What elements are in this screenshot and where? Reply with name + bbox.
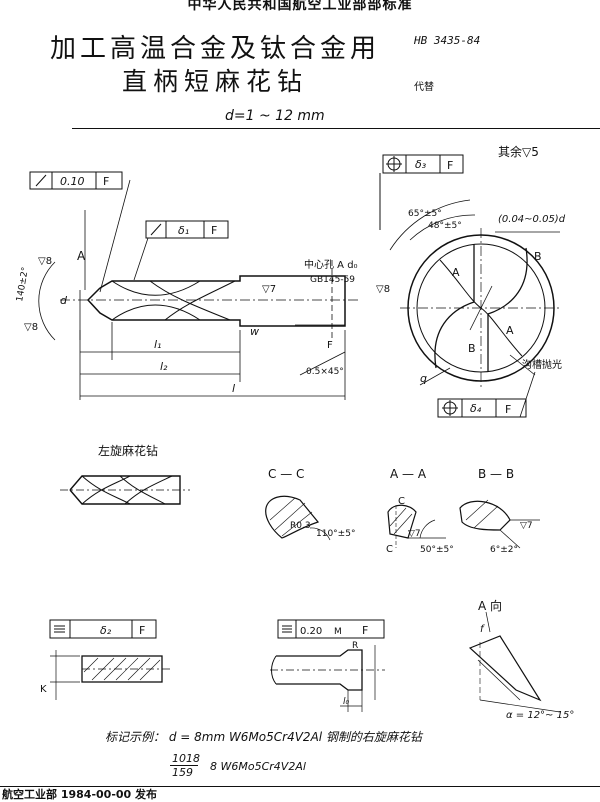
datum-f-4: F [505, 403, 511, 416]
label-w: w [250, 325, 259, 338]
bottom-tol-020: 0.20 [300, 626, 322, 637]
tolerance-frames [29, 154, 527, 418]
fraction-bar [170, 765, 198, 766]
datum-f-2: F [211, 224, 217, 237]
aa-label-c-top: C [398, 496, 405, 507]
bottom-tol-m: M [334, 627, 342, 637]
section-aa-title: A — A [390, 467, 427, 481]
detail-a-view [468, 611, 561, 713]
rough-8-bot: ▽8 [24, 322, 38, 333]
label-q: q [420, 372, 427, 385]
label-l0: l₀ [343, 697, 350, 707]
cc-angle: 110°±5° [316, 529, 355, 539]
header-divider [72, 128, 600, 129]
roughness-rest: 其余▽5 [498, 144, 539, 159]
section-cc-title: C — C [268, 467, 304, 481]
label-b-end: B [534, 250, 542, 263]
angle-65: 65°±5° [408, 209, 442, 219]
label-a-end: A [452, 266, 460, 279]
a-view-alpha: α = 12°~ 15° [506, 710, 574, 721]
drill-side-view [60, 260, 360, 340]
dimension-lines [38, 179, 346, 400]
aa-angle: 50°±5° [420, 545, 454, 555]
org-header: 中华人民共和国航空工业部部标准 [187, 0, 413, 13]
datum-f-6: F [362, 624, 368, 637]
datum-f-5: F [139, 624, 145, 637]
tol-delta-4: δ₄ [470, 402, 482, 415]
datum-f-1: F [103, 175, 109, 188]
detail-k-view [49, 619, 170, 700]
bb-angle: 6°±2° [490, 545, 518, 555]
tol-delta-3: δ₃ [415, 158, 427, 171]
aa-label-c-bot: C [386, 544, 393, 555]
flute-polish-label: 沟槽抛光 [522, 358, 562, 371]
footer-issuer: 航空工业部 1984-00-00 发布 [2, 788, 158, 801]
marking-designation: 8 W6Mo5Cr4V2Al [210, 760, 306, 773]
marking-denominator: 159 [172, 766, 193, 779]
cc-radius: R0.3 [290, 521, 311, 531]
rough-8-right: ▽8 [376, 284, 390, 295]
drill-end-view [389, 199, 560, 418]
label-r: R [352, 641, 358, 651]
label-l: l [232, 382, 235, 395]
label-a-main: A [77, 249, 86, 263]
detail-shank-end [270, 619, 385, 712]
label-l2: l₂ [160, 360, 168, 373]
replaces-label: 代替 [414, 82, 434, 93]
center-hole-std: GB145-59 [310, 275, 355, 285]
left-hand-drill [60, 475, 190, 505]
angle-48: 48°±5° [428, 221, 462, 231]
section-a-a [387, 504, 446, 548]
bottom-tol-delta-2: δ₂ [100, 624, 112, 637]
label-d: d [60, 294, 68, 307]
datum-f-3: F [447, 159, 453, 172]
tol-delta-1: δ₁ [178, 224, 189, 237]
title-line-2: 直柄短麻花钻 [122, 67, 309, 96]
rough-7-main: ▽7 [262, 284, 276, 295]
label-b-end-2: B [468, 342, 476, 355]
center-hole-label: 中心孔 A d₀ [304, 258, 358, 271]
footer-divider [0, 786, 600, 787]
a-view-f: f [480, 624, 485, 635]
label-l1: l₁ [154, 338, 161, 351]
a-view-title: A 向 [478, 598, 502, 613]
section-b-b [459, 499, 540, 549]
angle-140: 140±2° [15, 266, 31, 302]
runout-label: (0.04~0.05)d [498, 214, 566, 225]
bb-rough: ▽7 [520, 521, 533, 531]
standard-number: HB 3435-84 [414, 34, 481, 47]
title-line-1: 加工高温合金及钛合金用 [50, 34, 381, 64]
left-drill-title: 左旋麻花钻 [98, 443, 158, 458]
label-a-end-2: A [506, 324, 514, 337]
label-f-circle: F [327, 340, 333, 351]
tol-value-010: 0.10 [60, 175, 85, 188]
marking-example: 标记示例： d = 8mm W6Mo5Cr4V2Al 钢制的右旋麻花钻 [105, 730, 422, 744]
aa-rough: ▽7 [408, 529, 421, 539]
rough-8-top: ▽8 [38, 256, 52, 267]
section-bb-title: B — B [478, 467, 514, 481]
label-k: K [40, 684, 47, 695]
marking-numerator: 1018 [172, 752, 200, 765]
diameter-range: d=1 ~ 12 mm [225, 108, 325, 124]
chamfer-label: 0.5×45° [306, 367, 344, 377]
section-c-c [265, 495, 331, 541]
